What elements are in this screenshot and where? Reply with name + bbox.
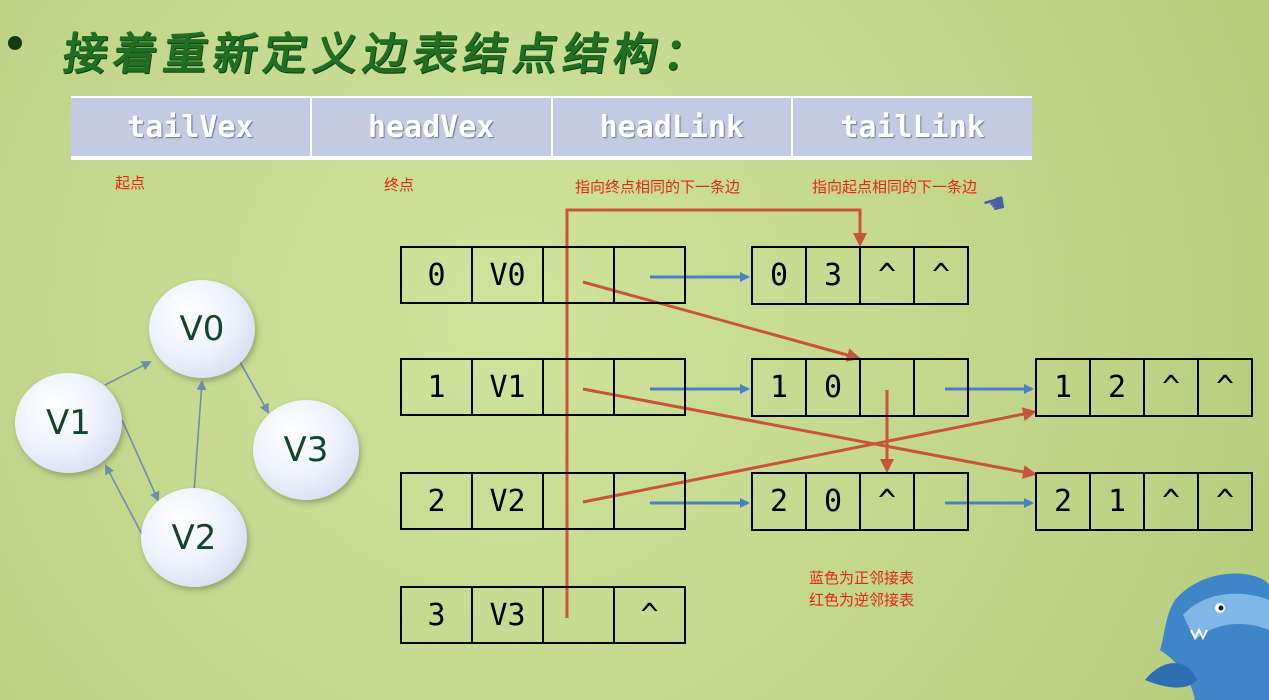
- vertex-index: 3: [402, 588, 473, 642]
- vertex-firstin: [544, 360, 615, 414]
- edge-tailvex: 2: [1037, 474, 1091, 529]
- vertex-index: 1: [402, 360, 473, 414]
- edge-headlink: ^: [861, 248, 915, 303]
- header-cell-headvex: headVex: [311, 98, 553, 156]
- header-cell-tailvex: tailVex: [71, 98, 312, 156]
- edge-v0-v3: [239, 361, 269, 414]
- edge-tailvex: 1: [1037, 360, 1091, 415]
- vertex-data: V0: [473, 248, 544, 302]
- edge-v1-v0: [104, 361, 152, 386]
- graph-vertex-v2: V2: [141, 488, 247, 587]
- edge-headlink: ^: [1145, 360, 1199, 415]
- edge-taillink: [915, 360, 967, 415]
- note-end: 终点: [384, 176, 415, 194]
- graph-vertex-v0: V0: [149, 280, 255, 378]
- edge-taillink: ^: [1215, 484, 1235, 519]
- edge-node-structure-table: tailVex headVex headLink tailLink: [71, 96, 1032, 160]
- vertex-firstout: [615, 360, 684, 414]
- vertex-firstout: ^: [640, 597, 659, 633]
- edge-headvex: 2: [1091, 360, 1145, 415]
- edge-node: 2 0 ^: [751, 472, 969, 531]
- header-cell-taillink: tailLink: [793, 98, 1032, 156]
- vertex-data: V2: [473, 474, 544, 528]
- graph-vertex-v1: V1: [15, 373, 122, 473]
- blue-arrows: [650, 272, 1034, 508]
- vertex-data: V3: [473, 588, 544, 642]
- vertex-firstin: [544, 588, 615, 642]
- vertex-firstin: [544, 248, 615, 302]
- vertex-firstin: [544, 474, 615, 528]
- edge-v2-v0: [193, 380, 207, 493]
- note-start: 起点: [115, 174, 146, 192]
- edge-taillink: ^: [931, 258, 951, 293]
- edge-node: 2 1 ^ ^: [1035, 472, 1253, 531]
- edge-node: 0 3 ^ ^: [751, 246, 969, 305]
- vertex-index: 2: [402, 474, 473, 528]
- edge-tailvex: 1: [753, 360, 807, 415]
- header-cell-headlink: headLink: [552, 98, 794, 156]
- edge-headvex: 1: [1091, 474, 1145, 529]
- legend-red: 红色为逆邻接表: [809, 591, 915, 609]
- edge-v1-v2: [121, 419, 160, 502]
- edge-node: 1 2 ^ ^: [1035, 358, 1253, 417]
- edge-headlink: ^: [861, 474, 915, 529]
- edge-taillink: [915, 474, 967, 529]
- edge-v2-v1: [105, 464, 146, 541]
- edge-headlink: [861, 360, 915, 415]
- vertex-row: 2 V2: [400, 472, 686, 530]
- edge-tailvex: 0: [753, 248, 807, 303]
- vertex-data: V1: [473, 360, 544, 414]
- edge-headvex: 3: [807, 248, 861, 303]
- vertex-row: 3 V3 ^: [400, 586, 686, 644]
- vertex-index: 0: [402, 248, 473, 302]
- edge-taillink: ^: [1215, 370, 1235, 405]
- edge-headvex: 0: [807, 360, 861, 415]
- bullet-icon: [8, 36, 22, 50]
- vertex-row: 0 V0: [400, 246, 686, 304]
- vertex-firstout: [615, 248, 684, 302]
- graph-vertex-v3: V3: [253, 400, 359, 500]
- legend-blue: 蓝色为正邻接表: [809, 569, 915, 587]
- vertex-row: 1 V1: [400, 358, 686, 416]
- edge-node: 1 0: [751, 358, 969, 417]
- edge-headvex: 0: [807, 474, 861, 529]
- graph-edges: [104, 361, 269, 541]
- shark-mascot-icon: [1145, 573, 1269, 700]
- edge-headlink: ^: [1145, 474, 1199, 529]
- note-tail-link: 指向起点相同的下一条边: [812, 178, 978, 196]
- legend: 蓝色为正邻接表 红色为逆邻接表: [809, 567, 914, 611]
- note-head-link: 指向终点相同的下一条边: [575, 178, 741, 196]
- vertex-firstout: [615, 474, 684, 528]
- edge-tailvex: 2: [753, 474, 807, 529]
